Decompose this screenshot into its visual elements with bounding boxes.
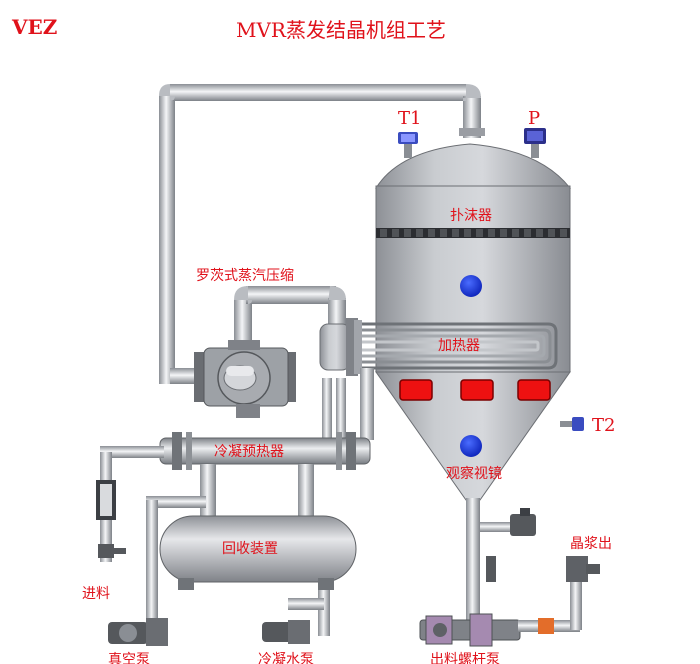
vapor-loop-pipe bbox=[159, 84, 485, 384]
label-feed: 进料 bbox=[82, 586, 110, 602]
red-sight-windows bbox=[399, 379, 551, 401]
temperature-sensor-t1 bbox=[398, 132, 418, 158]
label-slurry-out: 晶浆出 bbox=[570, 536, 612, 552]
heater-drain-pipes bbox=[322, 368, 374, 440]
label-vacuum-pump: 真空泵 bbox=[108, 652, 150, 664]
heater-tube-bundle bbox=[360, 322, 558, 370]
label-screw-pump: 出料螺杆泵 bbox=[430, 652, 500, 664]
label-t1: T1 bbox=[398, 108, 421, 129]
label-sight-glass: 观察视镜 bbox=[446, 465, 502, 482]
label-t2: T2 bbox=[592, 415, 615, 436]
brand-logo: VEZ bbox=[11, 15, 57, 39]
compressor-discharge-pipe bbox=[234, 286, 346, 348]
roots-compressor bbox=[194, 340, 296, 418]
pressure-gauge-p bbox=[524, 128, 546, 158]
slurry-outlet-line bbox=[518, 556, 600, 634]
diagram-title: MVR蒸发结晶机组工艺 bbox=[236, 18, 446, 42]
screw-pump bbox=[419, 613, 521, 647]
demister-band bbox=[376, 228, 570, 238]
label-condensate-pump: 冷凝水泵 bbox=[258, 652, 314, 664]
temperature-sensor-t2 bbox=[560, 417, 584, 431]
condensate-pump-line bbox=[262, 590, 330, 644]
heater-inlet-housing bbox=[319, 318, 362, 376]
condensate-preheater bbox=[159, 432, 371, 470]
preheater-tank-pipes bbox=[200, 464, 314, 520]
label-p: P bbox=[528, 108, 540, 129]
recovery-tank bbox=[159, 515, 357, 590]
feed-line bbox=[96, 446, 164, 562]
label-compressor: 罗茨式蒸汽压缩 bbox=[196, 268, 294, 284]
bottom-outlet-line bbox=[466, 508, 536, 624]
level-indicator-upper bbox=[460, 275, 482, 297]
label-recovery: 回收装置 bbox=[222, 541, 278, 557]
label-preheater: 冷凝预热器 bbox=[214, 444, 284, 460]
label-heater: 加热器 bbox=[438, 338, 480, 354]
label-demister: 扑沫器 bbox=[450, 208, 492, 224]
sight-glass-indicator bbox=[460, 435, 482, 457]
vacuum-pump-line bbox=[108, 496, 206, 646]
